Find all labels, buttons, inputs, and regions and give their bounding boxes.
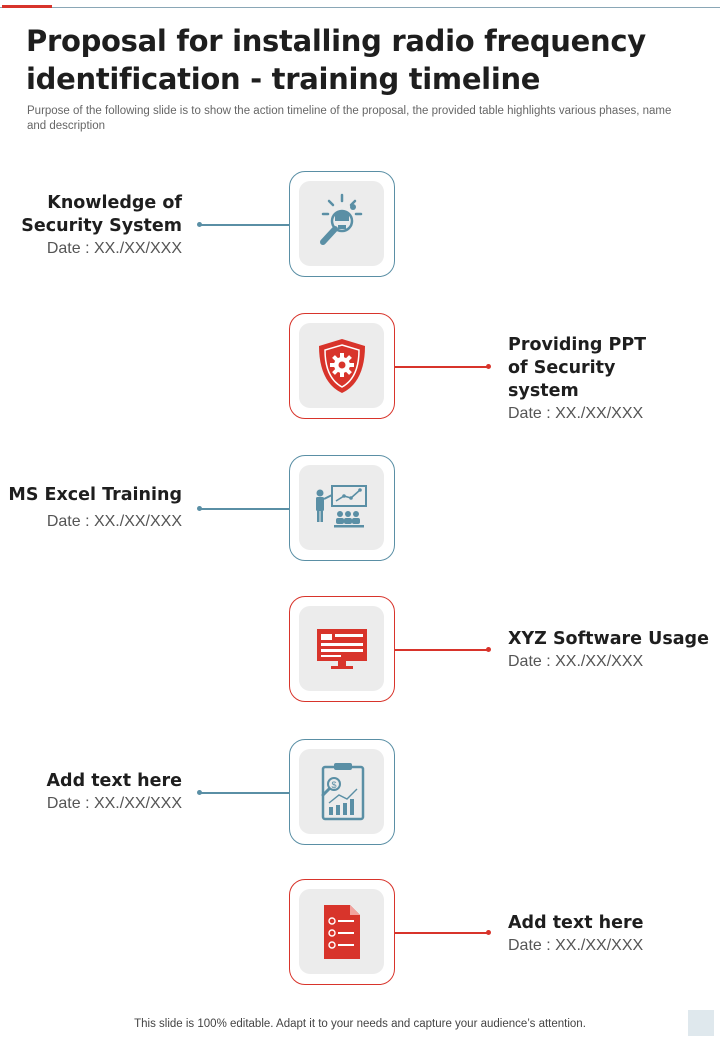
connector-dot — [486, 364, 491, 369]
timeline-card-1 — [289, 171, 395, 277]
lightbulb-magnifier-icon — [319, 193, 362, 245]
step-date: Date : XX./XX/XXX — [508, 937, 644, 954]
connector-dot — [197, 222, 202, 227]
corner-box — [688, 1010, 714, 1036]
step-date: Date : XX./XX/XXX — [46, 795, 182, 812]
step-date: Date : XX./XX/XXX — [508, 653, 644, 670]
icon-tile — [299, 465, 384, 550]
svg-text:$: $ — [331, 780, 336, 790]
clipboard-chart-icon: $ — [321, 762, 364, 820]
step-title: MS Excel Training — [8, 485, 182, 505]
step-date: Date : XX./XX/XXX — [46, 513, 182, 530]
connector-line — [199, 792, 289, 794]
timeline-card-5: $ — [289, 739, 395, 845]
page-subtitle: Purpose of the following slide is to sho… — [27, 105, 672, 132]
step-title: XYZ Software Usage — [508, 629, 709, 649]
timeline-card-3 — [289, 455, 395, 561]
timeline-label-4: XYZ Software Usage Date : XX./XX/XXX — [508, 628, 709, 672]
monitor-icon — [316, 628, 367, 669]
page-title: Proposal for installing radio frequency … — [26, 24, 646, 96]
icon-tile — [299, 181, 384, 266]
icon-tile — [299, 323, 384, 408]
shield-gear-icon — [318, 338, 365, 393]
connector-dot — [197, 506, 202, 511]
connector-line — [395, 932, 488, 934]
timeline-label-5: Add text here Date : XX./XX/XXX — [47, 770, 183, 814]
timeline-card-4 — [289, 596, 395, 702]
document-list-icon — [323, 904, 360, 959]
step-title: Add text here — [508, 913, 644, 933]
icon-tile — [299, 606, 384, 691]
step-date: Date : XX./XX/XXX — [46, 240, 182, 257]
connector-line — [199, 224, 289, 226]
top-divider — [0, 7, 720, 8]
top-accent-bar — [2, 5, 52, 8]
step-date: Date : XX./XX/XXX — [508, 405, 644, 422]
timeline-card-6 — [289, 879, 395, 985]
connector-dot — [197, 790, 202, 795]
connector-line — [199, 508, 289, 510]
step-title: Providing PPT of Security system — [508, 335, 647, 401]
timeline-label-1: Knowledge of Security System Date : XX./… — [0, 192, 182, 259]
timeline-label-6: Add text here Date : XX./XX/XXX — [508, 912, 644, 956]
timeline-label-3: MS Excel Training Date : XX./XX/XXX — [8, 484, 182, 532]
timeline-card-2 — [289, 313, 395, 419]
presentation-audience-icon — [315, 484, 367, 527]
icon-tile: $ — [299, 749, 384, 834]
connector-dot — [486, 930, 491, 935]
connector-line — [395, 649, 488, 651]
step-title: Knowledge of Security System — [21, 193, 182, 236]
timeline-label-2: Providing PPT of Security system Date : … — [508, 334, 668, 424]
footer-note: This slide is 100% editable. Adapt it to… — [134, 1018, 586, 1030]
connector-line — [395, 366, 488, 368]
icon-tile — [299, 889, 384, 974]
step-title: Add text here — [46, 771, 183, 791]
connector-dot — [486, 647, 491, 652]
